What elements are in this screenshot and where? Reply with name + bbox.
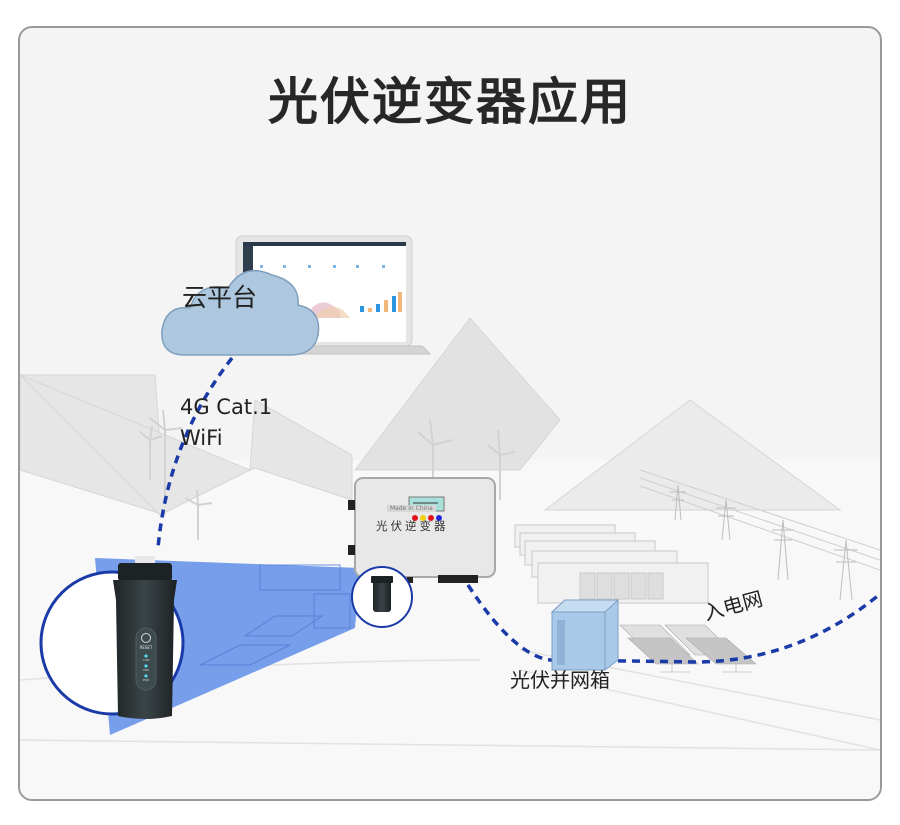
dongle-led-label: PWR <box>143 678 150 682</box>
dongle-led-label: COM <box>142 658 149 662</box>
magnified-background-detail <box>199 564 351 666</box>
cloud-icon <box>161 269 320 356</box>
dongle-status-leds: RESET COM LINK PWR <box>140 645 153 682</box>
dongle-led-label: LINK <box>143 668 151 672</box>
inverter-made-in-label: Made in China <box>387 505 436 512</box>
network-type-label: 4G Cat.1 WiFi <box>180 392 272 454</box>
mountains-background <box>20 317 842 516</box>
solar-panels-right <box>619 624 757 673</box>
inverter-indicator-light <box>412 515 418 521</box>
dongle-led <box>144 654 148 658</box>
inverter-indicator-light <box>420 515 426 521</box>
dongle-led <box>144 674 148 678</box>
cloud-to-dongle-line <box>156 356 234 549</box>
inverter-indicator-light <box>436 515 442 521</box>
combiner-box <box>550 599 620 671</box>
cloud-platform-label: 云平台 <box>182 283 258 312</box>
combiner-box-label: 光伏并网箱 <box>510 668 610 692</box>
inverter-label: 光伏逆变器 <box>376 519 449 533</box>
connection-lines <box>156 356 880 664</box>
inverter-to-grid-line <box>466 584 880 664</box>
inverter-indicator-lights <box>412 515 442 521</box>
network-wifi-label: WiFi <box>180 426 223 450</box>
network-4g-label: 4G Cat.1 <box>180 395 273 419</box>
page-title: 光伏逆变器应用 <box>268 73 632 131</box>
power-transmission-lines <box>639 469 880 601</box>
dongle-led <box>144 664 148 668</box>
inverter-dongle-magnified-source <box>351 566 413 628</box>
inverter-indicator-light <box>428 515 434 521</box>
reset-button-label: RESET <box>140 645 153 650</box>
battery-containers <box>514 524 709 604</box>
dongle-magnified-view <box>39 556 185 719</box>
